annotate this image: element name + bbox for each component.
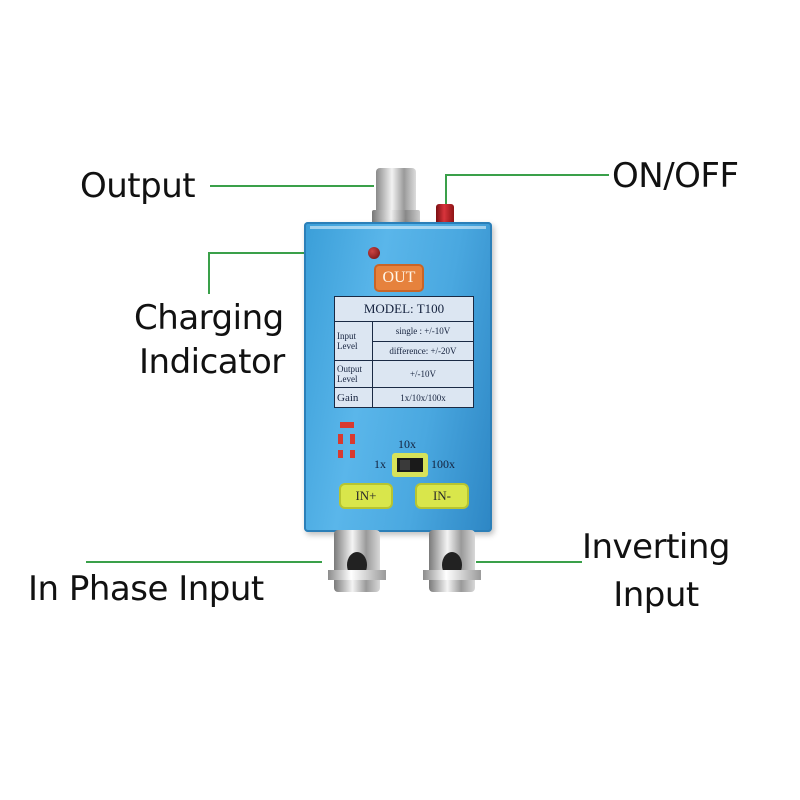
spec-input-difference: difference: +/-20V: [373, 340, 473, 361]
spec-input-single: single : +/-10V: [395, 326, 451, 337]
spec-output-row: Output Level +/-10V: [335, 361, 473, 388]
spec-model: MODEL: T100: [335, 297, 473, 322]
on-off-leader-h: [445, 174, 609, 176]
spec-output-label-line2: Level: [337, 374, 358, 384]
gain-10x-label: 10x: [398, 437, 416, 451]
marking-icon-part: [338, 450, 343, 458]
in-minus-label: IN-: [415, 483, 469, 509]
inverting-input-label: Inverting Input: [580, 525, 732, 617]
output-bnc-connector[interactable]: [372, 168, 420, 224]
in-phase-leader: [86, 561, 322, 563]
gain-100x-label: 100x: [431, 457, 455, 471]
output-leader: [210, 185, 374, 187]
spec-input-label-line2: Level: [337, 341, 358, 351]
on-off-label: ON/OFF: [612, 156, 739, 196]
output-label: Output: [80, 166, 196, 206]
charging-label-line2: Indicator: [139, 342, 285, 382]
inverting-bnc-connector[interactable]: [423, 530, 481, 592]
charging-label-line1: Charging: [134, 298, 284, 338]
charging-indicator-label: Charging Indicator: [133, 296, 285, 384]
spec-input-label: Input Level: [335, 322, 373, 360]
gain-switch[interactable]: [392, 453, 428, 477]
marking-icon-part: [338, 434, 343, 444]
in-plus-label: IN+: [339, 483, 393, 509]
spec-gain-value: 1x/10x/100x: [400, 393, 446, 403]
charging-leader-v: [208, 252, 210, 294]
spec-input-row: Input Level single : +/-10V difference: …: [335, 322, 473, 361]
marking-icon: [340, 422, 354, 428]
out-label-plate: OUT: [374, 264, 424, 292]
spec-gain-label: Gain: [335, 388, 373, 408]
charging-leader-h: [208, 252, 364, 254]
charging-led-icon: [368, 247, 380, 259]
inverting-label-line1: Inverting: [581, 527, 731, 567]
on-off-leader-v: [445, 174, 447, 204]
inverting-leader: [476, 561, 582, 563]
in-phase-bnc-connector[interactable]: [328, 530, 386, 592]
spec-table: MODEL: T100 Input Level single : +/-10V …: [334, 296, 474, 408]
marking-icon-part: [350, 434, 355, 444]
spec-output-value: +/-10V: [409, 369, 437, 379]
gain-1x-label: 1x: [374, 457, 386, 471]
spec-input-label-line1: Input: [337, 331, 356, 341]
in-phase-input-label: In Phase Input: [28, 569, 264, 609]
marking-icon-part: [350, 450, 355, 458]
inverting-label-line2: Input: [613, 575, 699, 615]
power-button[interactable]: [436, 204, 454, 226]
spec-output-label-line1: Output: [337, 364, 363, 374]
spec-output-label: Output Level: [335, 361, 373, 387]
spec-gain-row: Gain 1x/10x/100x: [335, 388, 473, 408]
